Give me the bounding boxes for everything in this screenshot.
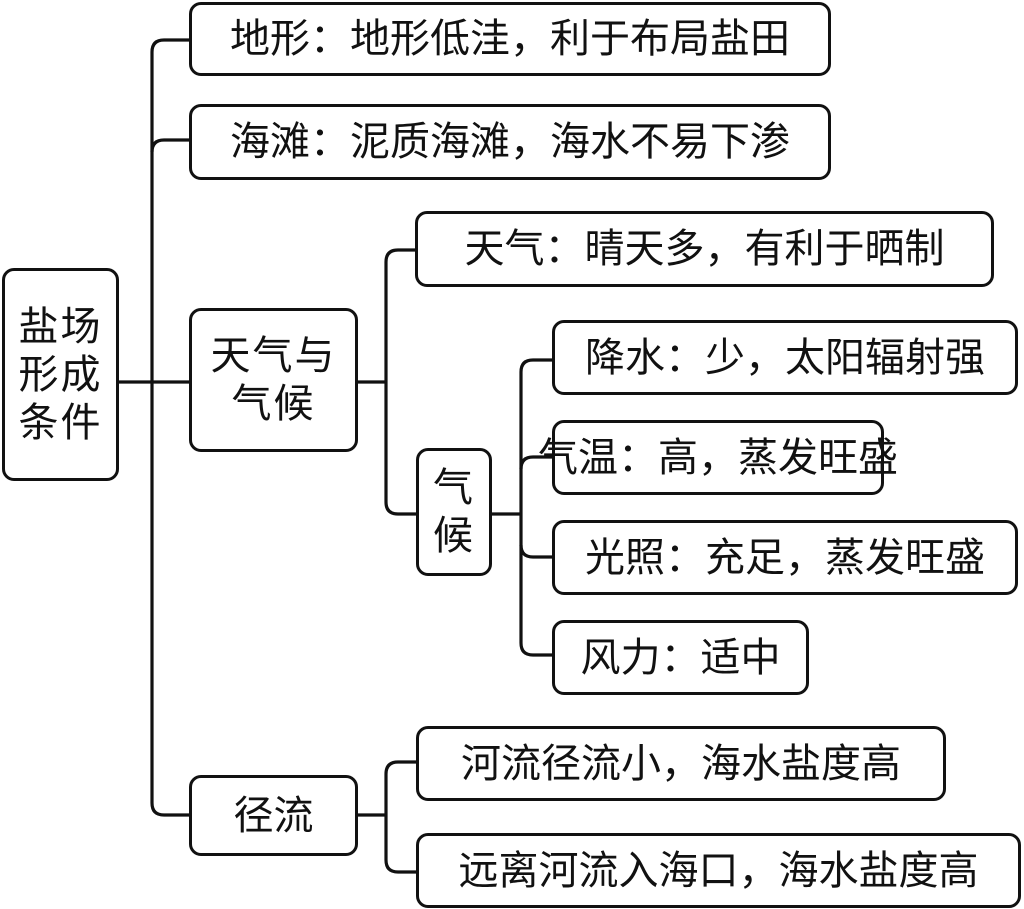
- climate-item-temperature: 气温：高，蒸发旺盛: [538, 420, 898, 495]
- runoff-item-far-from-estuary: 远离河流入海口，海水盐度高: [416, 833, 1021, 908]
- connector-light: [519, 544, 552, 559]
- runoff-item-small-runoff: 河流径流小，海水盐度高: [416, 726, 946, 801]
- climate-line: 气: [433, 465, 475, 511]
- connector-beach: [150, 138, 189, 153]
- climate-node: 气 候: [416, 448, 492, 576]
- runoff-item-text: 河流径流小，海水盐度高: [461, 740, 901, 787]
- weather-climate-line: 天气与: [210, 333, 337, 379]
- beach-text: 海滩：泥质海滩，海水不易下渗: [230, 119, 790, 165]
- climate-item-text: 风力：适中: [580, 634, 781, 681]
- connector-runoff-vertical: [384, 760, 416, 874]
- root-line: 盐场: [18, 303, 103, 350]
- runoff-item-text: 远离河流入海口，海水盐度高: [458, 847, 979, 894]
- weather-text: 天气：晴天多，有利于晒制: [464, 226, 945, 272]
- connector-trunk: [150, 38, 189, 817]
- root-line: 条件: [18, 399, 103, 446]
- climate-item-text: 气温：高，蒸发旺盛: [538, 434, 898, 481]
- weather-climate-node: 天气与 气候: [189, 308, 358, 452]
- weather-climate-line: 气候: [231, 381, 316, 427]
- connector-temp: [519, 455, 552, 470]
- terrain-text: 地形：地形低洼，利于布局盐田: [230, 16, 790, 62]
- connector-climate-vertical: [519, 358, 552, 657]
- terrain-node: 地形：地形低洼，利于布局盐田: [189, 2, 831, 76]
- beach-node: 海滩：泥质海滩，海水不易下渗: [189, 104, 831, 180]
- weather-node: 天气：晴天多，有利于晒制: [415, 211, 994, 287]
- climate-item-wind: 风力：适中: [552, 620, 809, 695]
- climate-item-precipitation: 降水：少，太阳辐射强: [552, 320, 1018, 395]
- runoff-text: 径流: [233, 792, 314, 839]
- root-node: 盐场 形成 条件: [2, 268, 119, 481]
- climate-item-text: 降水：少，太阳辐射强: [585, 334, 985, 381]
- climate-line: 候: [433, 513, 475, 559]
- runoff-node: 径流: [189, 775, 358, 856]
- climate-item-text: 光照：充足，蒸发旺盛: [585, 534, 985, 581]
- root-line: 形成: [18, 351, 103, 398]
- climate-item-sunlight: 光照：充足，蒸发旺盛: [552, 520, 1018, 595]
- connector-wc-vertical: [384, 248, 416, 516]
